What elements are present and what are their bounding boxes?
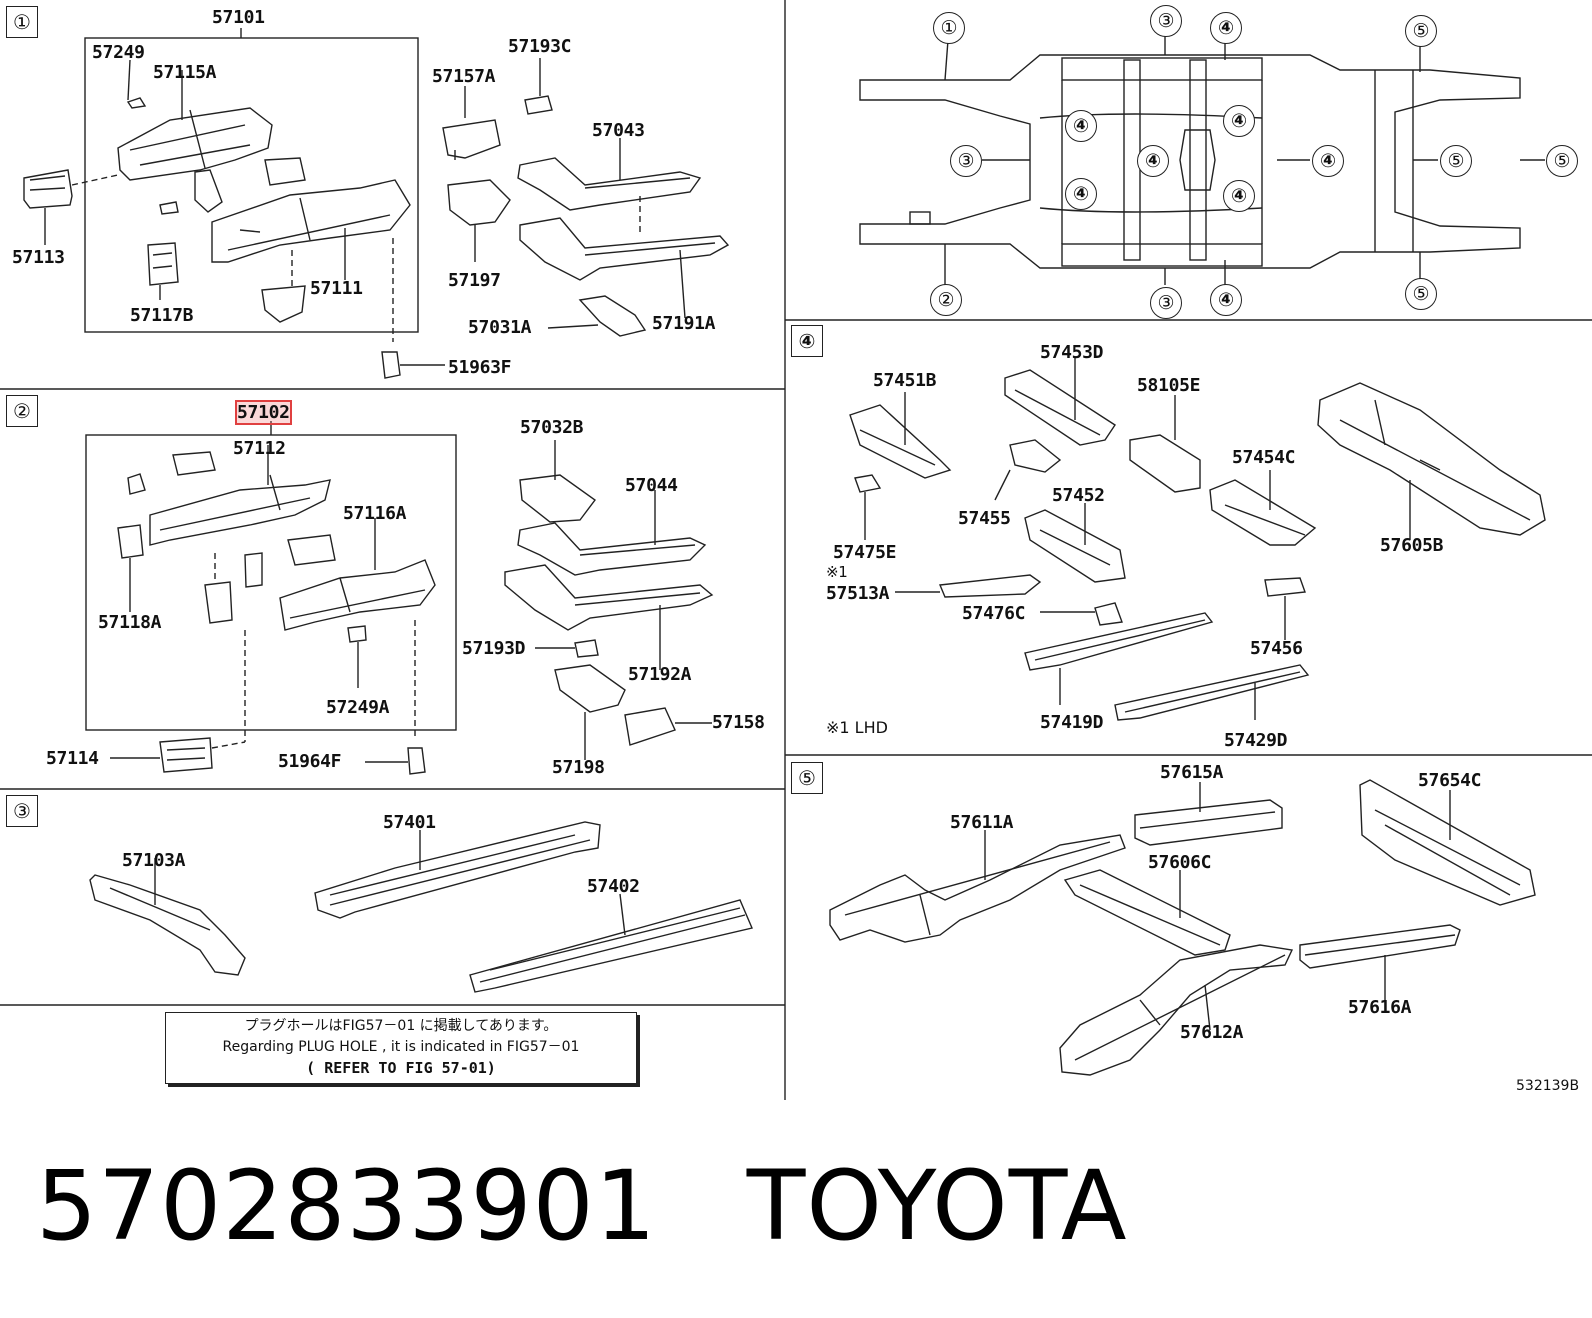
part-label-51964f[interactable]: 51964F: [278, 751, 342, 772]
frame-marker-4-right: ④: [1312, 145, 1344, 177]
part-label-57157a[interactable]: 57157A: [432, 66, 496, 87]
frame-marker-4-rail-b: ④: [1223, 105, 1255, 137]
part-label-57402[interactable]: 57402: [587, 876, 640, 897]
frame-marker-4-rail-a: ④: [1065, 110, 1097, 142]
part-label-57115a[interactable]: 57115A: [153, 62, 217, 83]
part-label-57112[interactable]: 57112: [233, 438, 286, 459]
part-label-57193d[interactable]: 57193D: [462, 638, 526, 659]
frame-marker-1-top: ①: [933, 12, 965, 44]
part-label-57453d[interactable]: 57453D: [1040, 342, 1104, 363]
s1-part-shapes: [23, 58, 730, 379]
frame-marker-4-rail-c: ④: [1065, 178, 1097, 210]
note-english: Regarding PLUG HOLE , it is indicated in…: [222, 1039, 580, 1055]
part-label-57111[interactable]: 57111: [310, 278, 363, 299]
drawing-code: 532139B: [1516, 1078, 1580, 1094]
footer-part-number: 5702833901: [36, 1150, 657, 1262]
note-mark-lhd: ※1: [826, 563, 848, 581]
section-marker-1: ①: [6, 6, 38, 38]
frame-marker-4-bottom: ④: [1210, 284, 1242, 316]
frame-marker-4-center: ④: [1137, 145, 1169, 177]
part-label-57419d[interactable]: 57419D: [1040, 712, 1104, 733]
part-label-58105e[interactable]: 58105E: [1137, 375, 1201, 396]
part-label-57605b[interactable]: 57605B: [1380, 535, 1444, 556]
part-label-57654c[interactable]: 57654C: [1418, 770, 1482, 791]
part-label-57197[interactable]: 57197: [448, 270, 501, 291]
part-label-57451b[interactable]: 57451B: [873, 370, 937, 391]
part-label-57455[interactable]: 57455: [958, 508, 1011, 529]
part-label-51963f[interactable]: 51963F: [448, 357, 512, 378]
part-label-57476c[interactable]: 57476C: [962, 603, 1026, 624]
section-marker-4: ④: [791, 325, 823, 357]
part-label-57456[interactable]: 57456: [1250, 638, 1303, 659]
s4-part-shapes: [849, 358, 1546, 721]
part-label-57611a[interactable]: 57611A: [950, 812, 1014, 833]
part-label-57454c[interactable]: 57454C: [1232, 447, 1296, 468]
part-label-57429d[interactable]: 57429D: [1224, 730, 1288, 751]
frame-marker-3-bottom: ③: [1150, 287, 1182, 319]
part-label-57475e[interactable]: 57475E: [833, 542, 897, 563]
part-label-57452[interactable]: 57452: [1052, 485, 1105, 506]
plug-hole-note: プラグホールはFIG57－01 に掲載してあります。 Regarding PLU…: [165, 1012, 637, 1084]
part-label-57193c[interactable]: 57193C: [508, 36, 572, 57]
footer-brand: TOYOTA: [746, 1150, 1128, 1262]
part-label-57113[interactable]: 57113: [12, 247, 65, 268]
frame-marker-5-bottom: ⑤: [1405, 278, 1437, 310]
frame-marker-2-bottom: ②: [930, 284, 962, 316]
part-label-57044[interactable]: 57044: [625, 475, 678, 496]
part-label-57606c[interactable]: 57606C: [1148, 852, 1212, 873]
frame-marker-4-rail-d: ④: [1223, 180, 1255, 212]
frame-marker-3-top: ③: [1150, 5, 1182, 37]
part-label-57031a[interactable]: 57031A: [468, 317, 532, 338]
part-label-57114[interactable]: 57114: [46, 748, 99, 769]
part-label-57615a[interactable]: 57615A: [1160, 762, 1224, 783]
s2-part-shapes: [110, 440, 714, 775]
lhd-footnote: ※1 LHD: [826, 718, 888, 737]
part-label-57249a[interactable]: 57249A: [326, 697, 390, 718]
frame-marker-4-top: ④: [1210, 12, 1242, 44]
part-label-57101[interactable]: 57101: [212, 7, 265, 28]
part-label-57513a[interactable]: 57513A: [826, 583, 890, 604]
frame-marker-3-left: ③: [950, 145, 982, 177]
part-label-57198[interactable]: 57198: [552, 757, 605, 778]
part-label-57249[interactable]: 57249: [92, 42, 145, 63]
s3-part-shapes: [89, 821, 753, 993]
s5-part-shapes: [829, 779, 1536, 1076]
assembly-box-57101: [84, 37, 419, 333]
part-label-57158[interactable]: 57158: [712, 712, 765, 733]
part-label-57401[interactable]: 57401: [383, 812, 436, 833]
footer-caption: 5702833901 TOYOTA: [36, 1150, 1218, 1262]
part-label-57118a[interactable]: 57118A: [98, 612, 162, 633]
part-label-57043[interactable]: 57043: [592, 120, 645, 141]
frame-marker-5-far: ⑤: [1546, 145, 1578, 177]
part-label-57192a[interactable]: 57192A: [628, 664, 692, 685]
part-label-57612a[interactable]: 57612A: [1180, 1022, 1244, 1043]
section-marker-5: ⑤: [791, 762, 823, 794]
note-refer-link[interactable]: ( REFER TO FIG 57-01): [306, 1059, 496, 1077]
part-label-57102[interactable]: 57102: [235, 400, 292, 425]
part-label-57103a[interactable]: 57103A: [122, 850, 186, 871]
part-label-57117b[interactable]: 57117B: [130, 305, 194, 326]
part-label-57191a[interactable]: 57191A: [652, 313, 716, 334]
section-marker-2: ②: [6, 395, 38, 427]
section-marker-3: ③: [6, 795, 38, 827]
part-label-57616a[interactable]: 57616A: [1348, 997, 1412, 1018]
part-label-57032b[interactable]: 57032B: [520, 417, 584, 438]
note-japanese: プラグホールはFIG57－01 に掲載してあります。: [244, 1018, 558, 1034]
part-label-57116a[interactable]: 57116A: [343, 503, 407, 524]
frame-marker-5-mid: ⑤: [1440, 145, 1472, 177]
frame-marker-5-top: ⑤: [1405, 15, 1437, 47]
parts-diagram-canvas: [0, 0, 1592, 1100]
